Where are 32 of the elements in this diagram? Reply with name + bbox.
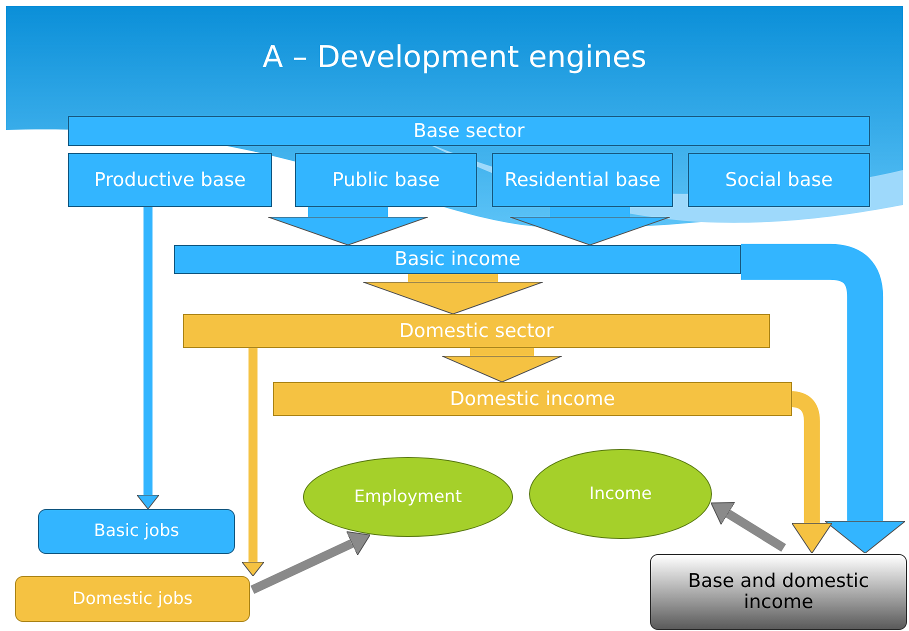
node-label: Social base bbox=[724, 170, 834, 190]
node-label: Basic jobs bbox=[92, 522, 180, 541]
block-arrow bbox=[362, 274, 544, 314]
process-box bbox=[68, 153, 272, 207]
node-label: Base sector bbox=[412, 120, 526, 142]
node-label: Public base bbox=[331, 170, 441, 190]
block-arrow bbox=[268, 207, 428, 246]
node-label: Employment bbox=[353, 488, 463, 506]
arrow bbox=[242, 348, 264, 576]
arrow bbox=[250, 531, 370, 594]
rounded-box bbox=[650, 554, 907, 630]
process-box bbox=[688, 153, 870, 207]
arrow bbox=[136, 207, 160, 510]
node-label: Domestic jobs bbox=[71, 590, 194, 608]
node-label: Domestic income bbox=[448, 388, 616, 410]
node-label: Income bbox=[588, 484, 653, 504]
block-arrow bbox=[442, 348, 562, 382]
title: A – Development engines bbox=[261, 40, 648, 75]
node-label: Productive base bbox=[93, 170, 247, 190]
node-label: Base and domestic income bbox=[686, 571, 870, 613]
process-box bbox=[295, 153, 477, 207]
block-arrow bbox=[510, 207, 670, 246]
process-box bbox=[174, 245, 741, 274]
node-label: Residential base bbox=[504, 170, 662, 190]
rounded-box bbox=[15, 576, 250, 622]
process-box bbox=[68, 116, 870, 146]
node-label: Basic income bbox=[394, 249, 522, 270]
process-box bbox=[492, 153, 673, 207]
rounded-box bbox=[38, 509, 235, 554]
process-box bbox=[183, 314, 770, 348]
process-box bbox=[273, 382, 792, 416]
node-label: Domestic sector bbox=[398, 320, 555, 342]
